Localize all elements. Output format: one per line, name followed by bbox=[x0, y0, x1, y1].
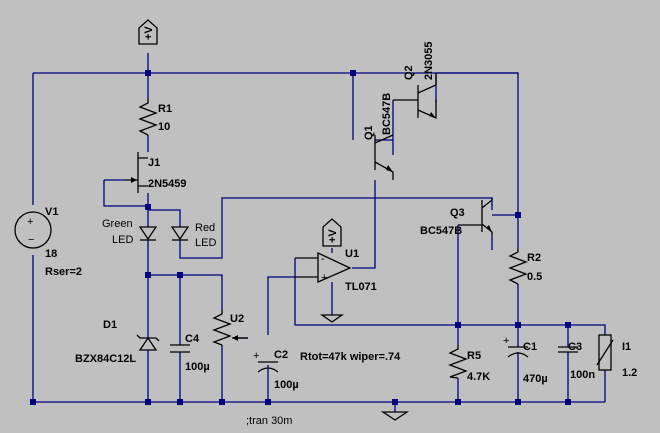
svg-text:Green: Green bbox=[102, 218, 133, 230]
q1-model: BC547B bbox=[381, 93, 393, 135]
r1-name: R1 bbox=[158, 103, 172, 115]
supply-flag-top: +V bbox=[138, 19, 158, 45]
junction-dot bbox=[145, 272, 151, 278]
d1-model: BZX84C12L bbox=[75, 353, 136, 365]
svg-text:LED: LED bbox=[195, 237, 216, 249]
junction-dot bbox=[177, 272, 183, 278]
c1-capacitor: + C1 470µ bbox=[503, 335, 548, 385]
junction-dot bbox=[265, 399, 271, 405]
junction-dot bbox=[515, 322, 521, 328]
junction-dot bbox=[30, 399, 36, 405]
v1-extra: Rser=2 bbox=[45, 266, 82, 278]
r1-resistor: R1 10 bbox=[138, 98, 172, 136]
v1-value: 18 bbox=[45, 248, 57, 260]
led-red: Red LED bbox=[170, 222, 216, 249]
c1-value: 470µ bbox=[523, 373, 548, 385]
c4-name: C4 bbox=[185, 333, 200, 345]
junction-dot bbox=[515, 212, 521, 218]
junction-dot bbox=[392, 399, 398, 405]
j1-name: J1 bbox=[148, 157, 160, 169]
svg-text:+: + bbox=[321, 272, 327, 284]
r2-value: 0.5 bbox=[527, 271, 542, 283]
r1-value: 10 bbox=[158, 121, 170, 133]
v1-voltage-source: + − V1 18 Rser=2 bbox=[14, 206, 82, 278]
q2-model: 2N3055 bbox=[423, 41, 435, 80]
r5-value: 4.7K bbox=[467, 371, 490, 383]
i1-value: 1.2 bbox=[622, 367, 637, 379]
c2-value: 100µ bbox=[274, 379, 299, 391]
junction-dot bbox=[177, 399, 183, 405]
supply-flag-u1: +V bbox=[322, 218, 342, 247]
j1-model: 2N5459 bbox=[148, 178, 187, 190]
u2-potentiometer: U2 Rtot=47k wiper=.74 bbox=[212, 310, 401, 363]
junction-dot bbox=[219, 399, 225, 405]
q1-transistor: Q1 BC547B bbox=[363, 93, 394, 180]
u1-opamp: - + U1 TL071 bbox=[295, 248, 377, 323]
wires bbox=[32, 53, 606, 412]
r5-resistor: R5 4.7K bbox=[448, 345, 490, 383]
r2-name: R2 bbox=[527, 252, 541, 264]
spice-directive: ;tran 30m bbox=[246, 415, 292, 427]
junction-dot bbox=[145, 204, 151, 210]
junction-dot bbox=[455, 399, 461, 405]
led-green: Green LED bbox=[102, 218, 158, 246]
c4-value: 100µ bbox=[185, 361, 210, 373]
d1-name: D1 bbox=[103, 319, 117, 331]
q3-transistor: Q3 BC547B bbox=[420, 198, 493, 237]
svg-text:−: − bbox=[28, 234, 34, 246]
c2-name: C2 bbox=[274, 349, 288, 361]
q2-transistor: Q2 2N3055 bbox=[393, 41, 437, 120]
svg-text:+: + bbox=[503, 335, 509, 347]
c3-value: 100n bbox=[570, 369, 595, 381]
svg-text:+V: +V bbox=[327, 229, 339, 243]
c1-name: C1 bbox=[523, 341, 537, 353]
svg-text:+: + bbox=[27, 216, 33, 228]
junctions bbox=[30, 70, 571, 405]
junction-dot bbox=[565, 322, 571, 328]
q3-model: BC547B bbox=[420, 225, 462, 237]
u2-param: Rtot=47k wiper=.74 bbox=[300, 351, 401, 363]
svg-text:+: + bbox=[253, 350, 259, 362]
j1-jfet: J1 2N5459 bbox=[125, 152, 187, 193]
r5-name: R5 bbox=[467, 350, 481, 362]
supply-flag-label: +V bbox=[143, 26, 155, 40]
c2-capacitor: + C2 100µ bbox=[253, 349, 299, 391]
r2-resistor: R2 0.5 bbox=[508, 248, 542, 285]
svg-text:-: - bbox=[321, 253, 325, 265]
junction-dot bbox=[455, 322, 461, 328]
q2-name: Q2 bbox=[403, 65, 415, 80]
junction-dot bbox=[515, 399, 521, 405]
ground-symbol bbox=[380, 411, 410, 421]
junction-dot bbox=[350, 70, 356, 76]
c3-name: C3 bbox=[568, 341, 582, 353]
q1-name: Q1 bbox=[363, 125, 375, 140]
svg-text:LED: LED bbox=[112, 234, 133, 246]
c3-capacitor: C3 100n bbox=[558, 341, 595, 381]
u1-model: TL071 bbox=[345, 281, 377, 293]
i1-name: I1 bbox=[622, 341, 631, 353]
junction-dot bbox=[145, 399, 151, 405]
junction-dot bbox=[145, 70, 151, 76]
u2-name: U2 bbox=[230, 313, 244, 325]
svg-text:Red: Red bbox=[195, 222, 215, 234]
c4-capacitor: C4 100µ bbox=[170, 333, 210, 373]
q3-name: Q3 bbox=[450, 207, 465, 219]
d1-zener-diode: D1 BZX84C12L bbox=[75, 319, 160, 365]
junction-dot bbox=[565, 399, 571, 405]
i1-current-source: I1 1.2 bbox=[596, 334, 637, 379]
u1-name: U1 bbox=[345, 248, 359, 260]
v1-name: V1 bbox=[45, 206, 58, 218]
